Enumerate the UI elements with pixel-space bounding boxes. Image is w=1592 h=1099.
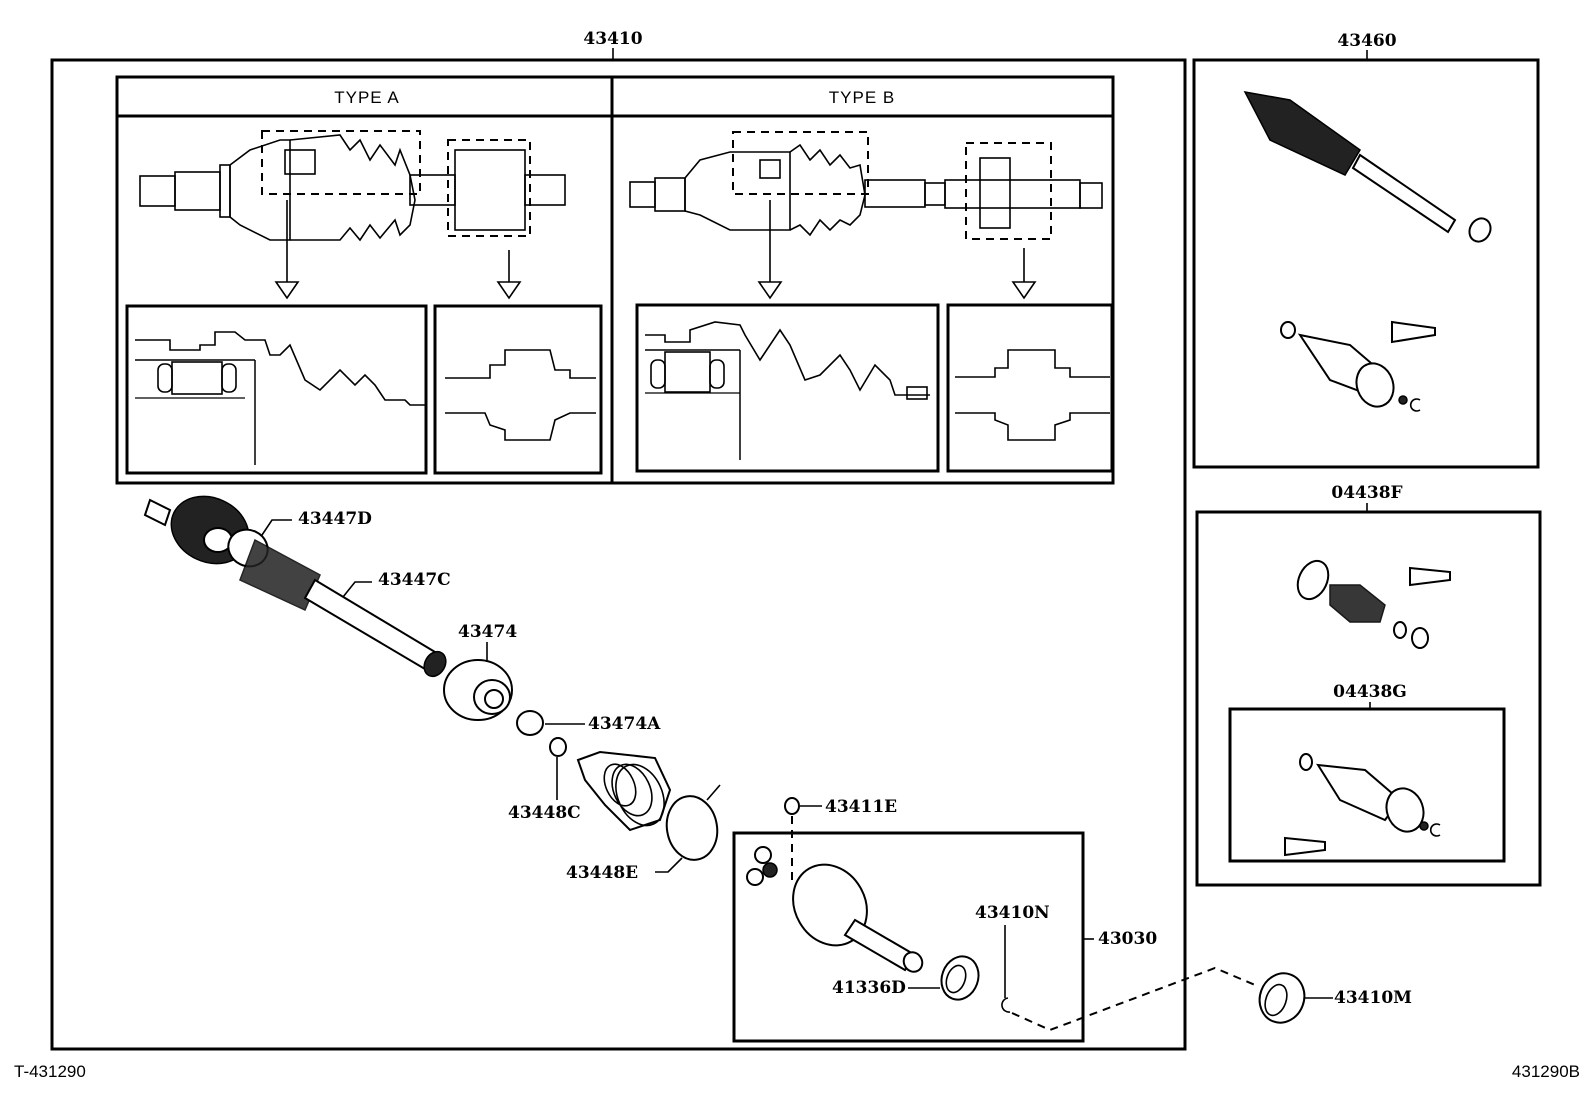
clamp-43448c: [549, 737, 567, 757]
type-b-label: TYPE B: [829, 88, 895, 107]
type-b-shaft-drawing: [629, 131, 1103, 240]
drive-shaft-outer-joint: [143, 495, 447, 678]
inboard-boot: [576, 750, 672, 832]
part-label-43447d[interactable]: 43447D: [298, 509, 372, 529]
type-a-damper-section: [445, 349, 596, 441]
inboard-joint-housing: [792, 863, 924, 973]
assembly-box-43030: [732, 831, 1085, 1043]
dashed-guide-43410m: [1011, 966, 1256, 1032]
type-a-boot-section: [135, 331, 425, 465]
part-label-43448e[interactable]: 43448E: [566, 863, 638, 883]
drive-shaft-43460-drawing: [1243, 90, 1492, 243]
type-b-damper-section: [955, 349, 1110, 441]
part-label-43448c[interactable]: 43448C: [508, 803, 581, 823]
part-label-41336d[interactable]: 41336D: [832, 978, 906, 998]
part-label-43030[interactable]: 43030: [1098, 929, 1157, 949]
footer-left-code: T-431290: [14, 1062, 86, 1081]
footer-right-code: 431290B: [1511, 1062, 1580, 1081]
clamp-43448e: [665, 795, 719, 861]
snap-ring-43411e: [784, 797, 800, 815]
type-b-boot-section: [645, 321, 930, 460]
boot-kit-04438f-drawing: [1296, 559, 1451, 649]
type-comparison-frame: [115, 75, 1115, 485]
part-label-43411e[interactable]: 43411E: [825, 797, 897, 817]
part-label-04438f[interactable]: 04438F: [1331, 483, 1402, 503]
assembly-box-04438f: [1195, 510, 1542, 887]
assembly-box-43460: [1192, 58, 1540, 469]
type-b-arrows: [757, 200, 1037, 300]
part-label-43474[interactable]: 43474: [458, 622, 517, 642]
part-label-43410n[interactable]: 43410N: [975, 903, 1050, 923]
type-a-detail-damper: [433, 304, 603, 475]
tripod-joint: [746, 846, 778, 886]
oil-seal-43410m: [1258, 972, 1306, 1024]
part-label-04438g[interactable]: 04438G: [1333, 682, 1407, 702]
part-label-43474a[interactable]: 43474A: [588, 714, 661, 734]
assembly-box-43410: [50, 58, 1187, 1051]
type-b-detail-damper: [946, 303, 1114, 473]
boot-kit-04438g-drawing: [1284, 753, 1441, 857]
part-label-43410m[interactable]: 43410M: [1334, 988, 1412, 1008]
snap-ring-43410n: [1001, 997, 1011, 1013]
boot-kit-43460-drawing: [1280, 320, 1436, 412]
part-label-43410[interactable]: 43410: [583, 29, 642, 49]
leader-43448e: [655, 857, 683, 873]
leader-43447c: [342, 581, 372, 598]
part-label-43460[interactable]: 43460: [1337, 31, 1396, 51]
part-label-43447c[interactable]: 43447C: [378, 570, 451, 590]
type-a-detail-boot: [125, 304, 428, 475]
type-a-shaft-drawing: [139, 130, 566, 242]
type-b-detail-boot: [635, 303, 940, 473]
oil-seal-41336d: [940, 955, 980, 1001]
type-a-label: TYPE A: [334, 88, 400, 107]
dynamic-damper-43474: [443, 659, 513, 721]
leader-43447d: [261, 519, 292, 536]
clamp-43474a: [516, 710, 544, 736]
type-a-arrows: [274, 200, 522, 300]
assembly-box-04438g: [1228, 707, 1506, 863]
